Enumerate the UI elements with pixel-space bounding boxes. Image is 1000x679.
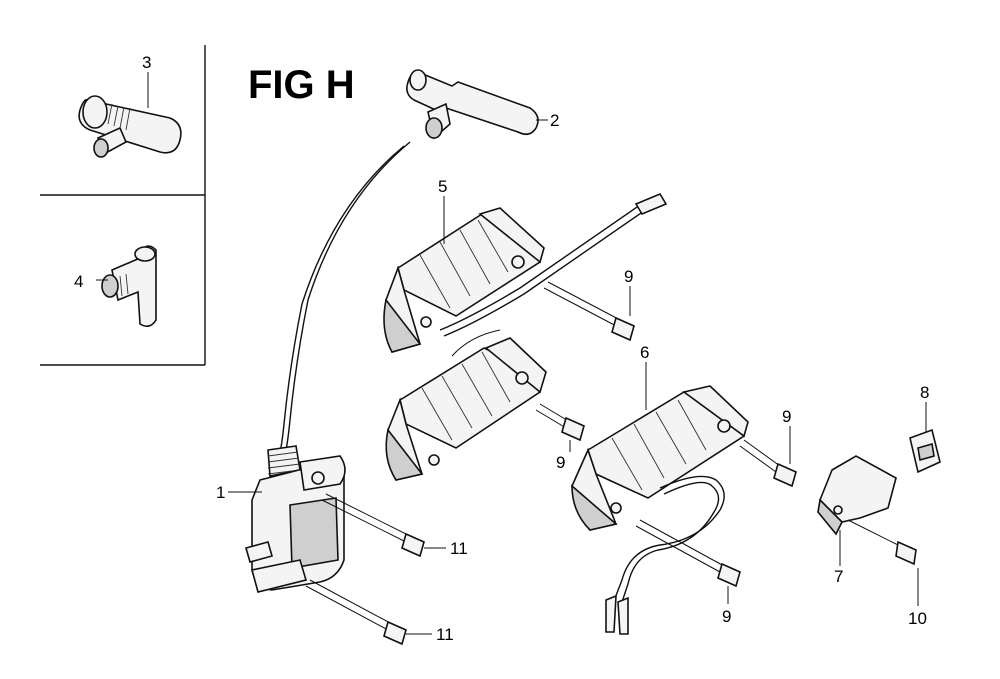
- callout-6: 6: [640, 343, 649, 362]
- callout-7: 7: [834, 567, 843, 586]
- callouts: 3 4 1 2 5 9 9 9 6 9 8 7 10 11 11: [74, 53, 929, 644]
- callout-2: 2: [550, 111, 559, 130]
- callout-10: 10: [908, 609, 927, 628]
- bolt-11-b: [305, 579, 407, 646]
- part-5-coil-module-lower: [385, 329, 547, 481]
- callout-4: 4: [74, 272, 83, 291]
- callout-11-b: 11: [436, 625, 454, 644]
- callout-9-b: 9: [556, 453, 565, 472]
- charge-coil-leads: [611, 475, 725, 607]
- bolt-9-c: [739, 439, 797, 488]
- part-7-bracket: [817, 455, 897, 536]
- part-8-clip: [909, 428, 941, 474]
- bolt-11-a: [321, 493, 425, 558]
- inset-frame: [40, 45, 206, 366]
- bolt-10: [847, 519, 917, 566]
- figure-title: FIG H: [248, 63, 355, 107]
- callout-9-d: 9: [722, 607, 731, 626]
- part-6-charge-coil: [571, 385, 749, 531]
- callout-5: 5: [438, 177, 447, 196]
- callout-9-a: 9: [624, 267, 633, 286]
- part-4-elbow-connector: [101, 245, 157, 328]
- bolt-9-d: [635, 519, 741, 588]
- callout-9-c: 9: [782, 407, 791, 426]
- bolt-9-a: [543, 281, 635, 342]
- part-1-ignition-coil: [245, 445, 346, 593]
- part-5-coil-module-upper: [383, 207, 545, 353]
- leader-lines: [96, 72, 927, 635]
- part-2-plug-cap: [406, 69, 539, 140]
- high-tension-lead: [285, 141, 411, 451]
- callout-1: 1: [216, 483, 225, 502]
- ground-wire-upper: [439, 197, 663, 331]
- callout-11-a: 11: [450, 539, 468, 558]
- part-3-plug-cap: [78, 95, 182, 158]
- bolt-9-b: [535, 403, 585, 442]
- callout-8: 8: [920, 383, 929, 402]
- callout-3: 3: [142, 53, 151, 72]
